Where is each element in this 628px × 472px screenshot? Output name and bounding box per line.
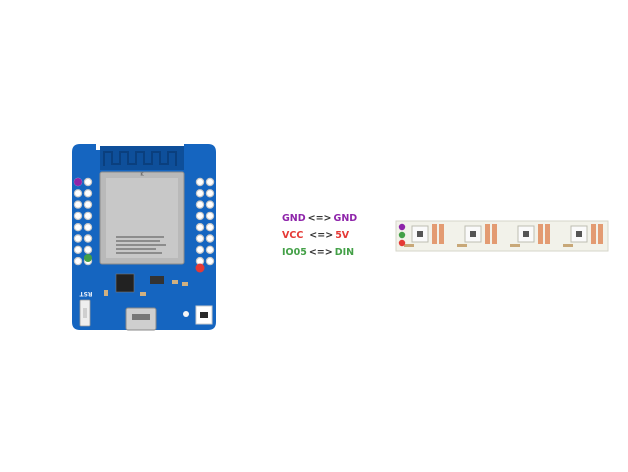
copper-pad [538,224,543,244]
copper-pad [432,224,437,244]
module-engraving [116,236,166,254]
header-pin [195,200,205,209]
header-pin [73,189,83,198]
connection-left-label: GND [282,213,306,224]
header-pin [205,200,215,209]
header-pin [73,211,83,221]
header-pin [205,222,215,232]
header-pin [195,222,205,232]
strip-resistor [563,244,573,247]
connection-arrow: <=> [307,213,332,224]
header-pin [73,200,83,209]
header-pin [195,234,205,243]
copper-pad [439,224,444,244]
header-pin [205,256,215,266]
rst-label: RST [79,290,93,297]
gnd-pin-marker [74,178,82,186]
copper-pad [485,224,490,244]
header-pin [205,211,215,221]
led-die [523,231,529,237]
right-pin-header [195,177,215,266]
strip-5v-marker [398,239,406,247]
regulator [150,276,164,284]
smd-part [104,290,108,296]
led-die [417,231,423,237]
header-pin [73,234,83,243]
header-pin [73,256,83,266]
header-pin [73,245,83,254]
battery-pad-inner [200,312,208,318]
connection-right-label: DIN [334,247,355,258]
header-pin [195,177,205,187]
connection-data: IO05<=>DIN [282,247,354,259]
led-dot [183,311,189,317]
header-pin [205,234,215,243]
smd-part [182,282,188,286]
copper-pad [598,224,603,244]
led-die [576,231,582,237]
esp32-board: K RST [72,144,216,331]
connection-right-label: GND [333,213,358,224]
usb-uart-chip [115,273,135,293]
connection-left-label: VCC [282,230,304,241]
header-pin [205,177,215,187]
header-pin [83,177,93,187]
connection-left-label: IO05 [282,247,307,258]
connection-arrow: <=> [309,230,334,241]
header-pin [195,189,205,198]
header-pin [73,222,83,232]
led-die [470,231,476,237]
micro-usb-opening [132,314,150,320]
header-pin [205,245,215,254]
header-pin [195,211,205,221]
led-strip [395,220,609,252]
antenna-area [100,146,184,170]
header-pin [195,245,205,254]
copper-pad [545,224,550,244]
strip-resistor [404,244,414,247]
strip-segments [404,224,603,247]
connection-vcc: VCC <=>5V [282,230,349,242]
strip-din-marker [398,231,406,239]
connection-right-label: 5V [335,230,350,241]
header-pin [205,189,215,198]
strip-resistor [457,244,467,247]
header-pin [83,211,93,221]
header-pin [83,222,93,232]
header-pin [83,189,93,198]
copper-pad [492,224,497,244]
antenna-trace [103,151,177,166]
strip-gnd-marker [398,223,406,231]
header-pin [83,234,93,243]
strip-resistor [510,244,520,247]
copper-pad [591,224,596,244]
connection-gnd: GND<=>GND [282,213,357,225]
header-pin [83,245,93,254]
shield-marking: K [140,172,144,178]
smd-part [172,280,178,284]
io05-pin-marker [84,254,92,262]
header-pin [83,200,93,209]
reset-button-cap [83,308,87,318]
connection-arrow: <=> [308,247,333,258]
vcc-pin-marker [195,263,205,273]
smd-part [140,292,146,296]
